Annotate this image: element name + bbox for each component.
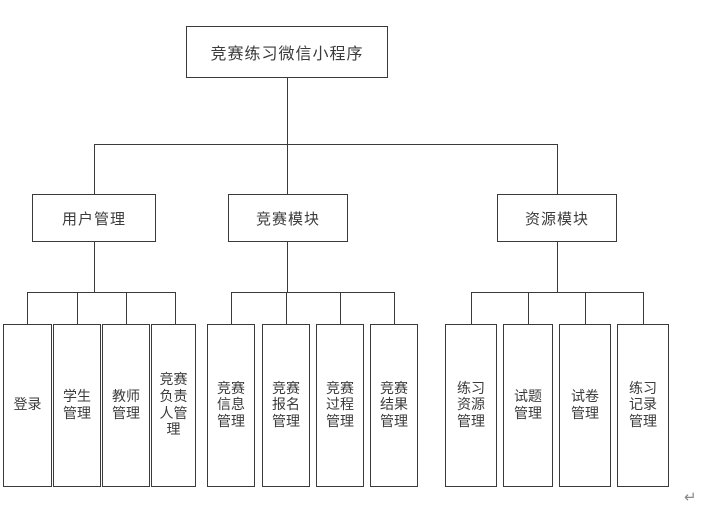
node-branch-3-label: 资源模块 (524, 209, 589, 228)
paragraph-return-icon: ↵ (684, 488, 697, 506)
node-leaf-3-4[interactable]: 练习记录管理 (617, 324, 669, 487)
edge-branch-1-stem (94, 242, 95, 292)
node-leaf-1-3-label: 教师管理 (112, 388, 140, 422)
edge-branch-1-drop-1 (27, 292, 28, 324)
edge-root-to-branch-1 (94, 144, 95, 194)
edge-branch-1-drop-3 (126, 292, 127, 324)
node-leaf-3-2[interactable]: 试题管理 (503, 324, 553, 487)
edge-root-bus (94, 144, 558, 145)
node-leaf-3-3[interactable]: 试卷管理 (559, 324, 611, 487)
node-leaf-1-4[interactable]: 竞赛负责人管理 (151, 324, 196, 487)
node-branch-1-label: 用户管理 (61, 209, 126, 228)
node-leaf-2-4-label: 竞赛结果管理 (380, 380, 408, 430)
edge-branch-2-drop-2 (286, 292, 287, 324)
node-root-label: 竞赛练习微信小程序 (210, 44, 364, 63)
edge-branch-2-drop-4 (394, 292, 395, 324)
node-leaf-2-3[interactable]: 竞赛过程管理 (316, 324, 364, 487)
node-branch-1[interactable]: 用户管理 (32, 194, 156, 242)
node-leaf-1-2[interactable]: 学生管理 (53, 324, 101, 487)
node-branch-2[interactable]: 竞赛模块 (228, 194, 348, 242)
edge-branch-3-drop-1 (471, 292, 472, 324)
node-branch-2-label: 竞赛模块 (255, 209, 320, 228)
node-leaf-2-3-label: 竞赛过程管理 (326, 380, 354, 430)
node-leaf-3-1[interactable]: 练习资源管理 (445, 324, 497, 487)
node-leaf-2-1-label: 竞赛信息管理 (217, 380, 245, 430)
node-leaf-3-3-label: 试卷管理 (571, 388, 599, 422)
edge-branch-3-drop-3 (585, 292, 586, 324)
node-leaf-2-1[interactable]: 竞赛信息管理 (207, 324, 255, 487)
edge-branch-1-drop-2 (77, 292, 78, 324)
edge-branch-1-drop-4 (175, 292, 176, 324)
edge-branch-3-drop-2 (528, 292, 529, 324)
node-leaf-1-1-label: 登录 (13, 397, 42, 414)
edge-branch-1-bus (27, 292, 176, 293)
node-leaf-3-4-label: 练习记录管理 (629, 380, 657, 430)
node-leaf-1-3[interactable]: 教师管理 (102, 324, 150, 487)
edge-root-stem (287, 78, 288, 144)
edge-branch-3-bus (471, 292, 643, 293)
node-leaf-3-1-label: 练习资源管理 (457, 380, 485, 430)
node-leaf-2-2[interactable]: 竞赛报名管理 (262, 324, 310, 487)
node-leaf-1-1[interactable]: 登录 (3, 324, 52, 487)
edge-root-to-branch-3 (557, 144, 558, 194)
node-leaf-2-4[interactable]: 竞赛结果管理 (370, 324, 418, 487)
edge-branch-3-drop-4 (643, 292, 644, 324)
node-leaf-2-2-label: 竞赛报名管理 (272, 380, 300, 430)
edge-root-to-branch-2 (287, 144, 288, 194)
edge-branch-3-stem (557, 242, 558, 292)
edge-branch-2-stem (287, 242, 288, 292)
node-leaf-3-2-label: 试题管理 (514, 388, 542, 422)
edge-branch-2-drop-3 (340, 292, 341, 324)
node-leaf-1-2-label: 学生管理 (63, 388, 91, 422)
node-branch-3[interactable]: 资源模块 (497, 194, 617, 242)
node-leaf-1-4-label: 竞赛负责人管理 (159, 372, 188, 439)
edge-branch-2-bus (231, 292, 394, 293)
edge-branch-2-drop-1 (231, 292, 232, 324)
node-root[interactable]: 竞赛练习微信小程序 (186, 26, 388, 78)
